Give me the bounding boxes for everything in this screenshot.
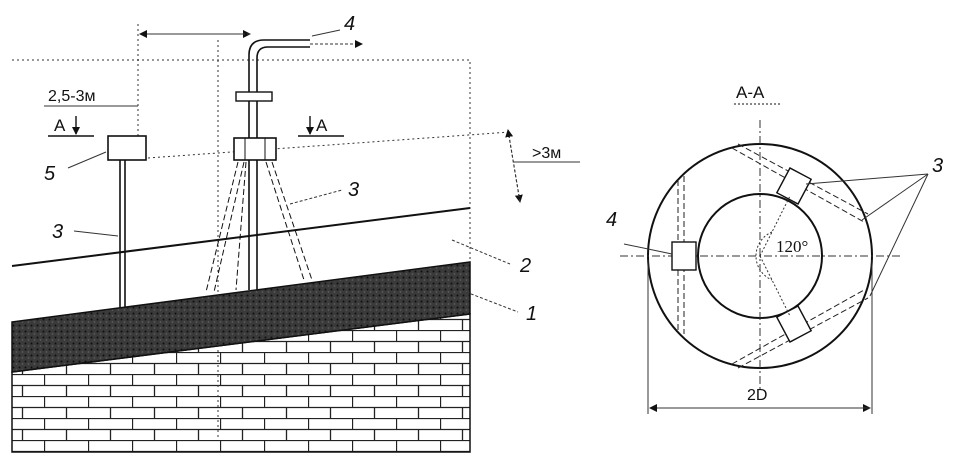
leader-4 — [311, 29, 341, 37]
box-5 — [107, 135, 147, 161]
leader-4-section — [623, 243, 673, 255]
box-level-line — [147, 131, 511, 159]
label-3-section: 3 — [932, 155, 943, 177]
leader-1 — [465, 291, 519, 313]
cover-surface-line — [11, 207, 471, 267]
leader-3a — [73, 230, 119, 237]
label-4-pipe: 4 — [344, 13, 355, 35]
leader-3b — [289, 189, 343, 205]
angle-ray — [759, 195, 791, 257]
upper-clamp — [235, 91, 273, 102]
height-dimension — [505, 129, 521, 203]
braces-3 — [205, 161, 313, 293]
angle-text: 120° — [776, 237, 808, 256]
main-clamp-box — [233, 137, 277, 161]
label-3-braces: 3 — [348, 179, 359, 201]
main-pipe — [248, 39, 310, 290]
section-mark-right-text: А — [316, 116, 328, 135]
clamp-pad-bottom — [775, 305, 813, 343]
section-view: А-А 120° 3 4 — [606, 83, 943, 414]
clamp-pad-top — [775, 167, 813, 205]
label-5-box: 5 — [44, 163, 56, 185]
height-dimension-text: >3м — [532, 145, 561, 162]
side-view: 4 2,5-3м А А >3м 5 3 3 2 1 — [11, 13, 580, 453]
angle-ray — [759, 255, 791, 317]
leader-3-section — [861, 173, 929, 221]
label-4-section: 4 — [606, 209, 617, 231]
section-mark-left-text: А — [54, 116, 66, 135]
label-3-left: 3 — [52, 221, 63, 243]
leader-2 — [451, 239, 511, 265]
diameter-text: 2D — [747, 387, 767, 404]
clamp-pad-left — [671, 241, 697, 271]
label-1-soil: 1 — [526, 303, 537, 325]
section-title: А-А — [736, 83, 765, 102]
leader-3-section — [869, 173, 929, 297]
offset-dimension-text: 2,5-3м — [48, 88, 95, 105]
main-pipe — [256, 46, 310, 290]
soil-layer — [11, 261, 471, 373]
leader-5 — [67, 151, 107, 169]
label-2-cover: 2 — [519, 255, 531, 277]
angle-arc — [755, 231, 773, 281]
leader-3-section — [805, 173, 929, 185]
